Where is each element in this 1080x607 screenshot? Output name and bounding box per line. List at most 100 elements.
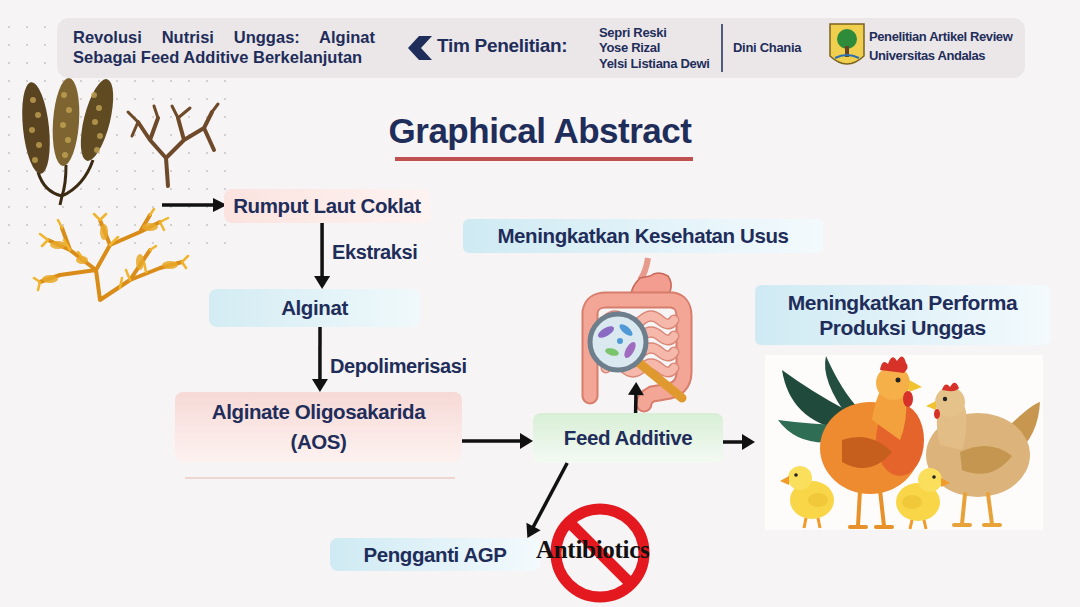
branched-seaweed-part [138,112,214,186]
brown-seaweed-pods-part-part [32,157,38,163]
yellow-seaweed-part [34,209,188,290]
separator-line [185,477,455,479]
intestine-illustration-part [604,347,619,357]
chicken-illustration-part [876,404,924,476]
intestine-illustration-part [606,316,674,372]
chicken-illustration-part [896,378,901,383]
brown-seaweed-pods [18,76,120,205]
team-icon [408,36,432,60]
arrow-head [742,434,755,450]
brown-seaweed-pods-part-part [62,152,68,158]
chicken-illustration-part [842,437,892,468]
brown-seaweed-pods-part-part [60,122,66,128]
arrow-shaft [320,223,324,278]
university-logo-part [837,29,857,49]
outcome-heading: Meningkatkan Kesehatan Usus [463,219,823,253]
chicken-illustration-part [872,380,906,440]
flow-arrow [462,433,533,449]
intestine-illustration-part [638,362,682,398]
chicken-illustration-part [909,380,922,392]
process-box: Alginat [209,289,420,327]
yellow-seaweed [34,209,188,300]
brown-seaweed-pods-part-part [96,105,102,111]
yellow-seaweed-part-part [136,254,144,270]
arrow-shaft [723,440,744,444]
brown-seaweed-pods-part-part [35,112,41,118]
chicken-illustration-part [903,391,913,407]
chicken-illustration-part [942,383,959,391]
chicken-illustration-part [932,475,936,479]
brown-seaweed-pods-part-part [97,133,103,139]
chicken-illustration-part [808,493,828,507]
university-logo-part [830,24,864,64]
brown-seaweed-pods-part [74,76,120,164]
diagram-title: Graphical Abstract [383,110,697,152]
branched-seaweed [128,104,218,186]
chicken-illustration-part [910,520,926,529]
process-box: Rumput Laut Coklat [224,189,430,223]
author-name: Yose Rizal [599,40,660,55]
arrow-shaft [462,439,522,443]
title-underline [395,157,693,161]
university-logo-part [845,46,849,57]
chicken-illustration-part [926,401,936,410]
edge-label: Depolimerisasi [330,354,467,378]
brown-seaweed-pods-part-part [29,127,35,133]
intestine-illustration-part [590,300,684,404]
chicken-illustration [765,355,1043,530]
arrow-head [628,382,644,395]
brown-seaweed-pods-part [38,160,93,205]
intestine-illustration [590,258,684,404]
intestine-illustration-part [606,316,674,372]
brown-seaweed-pods-part-part [94,147,100,153]
flow-arrow [314,223,330,289]
yellow-seaweed-part [40,215,182,300]
intestine-illustration-part [631,273,671,306]
chicken-illustration-part [960,446,1012,474]
box-label: Feed Additive [564,425,692,451]
chicken-illustration-part [790,481,834,519]
team-heading: Tim Penelitian: [437,34,567,58]
chicken-illustration-part [850,490,892,527]
chicken-illustration-part [778,420,850,443]
author-name: Dini Chania [733,40,801,55]
chicken-illustration-part [935,387,965,417]
chicken-illustration-part [765,355,1043,530]
brown-seaweed-pods-part-part [92,119,98,125]
chicken-illustration-part [782,370,846,430]
header-band: Revolusi Nutrisi Unggas: Alginat Sebagai… [57,18,1025,78]
brown-seaweed-pods-part [29,92,103,163]
yellow-seaweed-part-part [42,275,58,283]
intestine-illustration-part [617,338,623,344]
chicken-illustration-part [880,356,908,373]
process-box: Pengganti AGP [330,538,540,571]
flow-arrow [526,463,567,538]
chicken-illustration-part [788,466,812,490]
brown-seaweed-pods-part [18,81,53,175]
chicken-illustration-part [820,402,920,494]
chicken-illustration-part [934,409,940,419]
yellow-seaweed-part-part [162,261,178,269]
chicken-illustration-part [780,476,789,485]
edge-label: Ekstraksi [332,240,417,264]
intestine-illustration-part [618,322,635,338]
brown-seaweed-pods-part-part [30,97,36,103]
author-name: Yelsi Listiana Dewi [599,56,710,71]
flow-arrow [312,327,328,392]
intestine-illustration-part [590,314,646,370]
chicken-illustration-part [954,494,1000,525]
brown-seaweed-pods-part-part [36,142,42,148]
chicken-illustration-part [1005,402,1040,458]
header-title: Revolusi Nutrisi Unggas: Alginat Sebagai… [73,27,375,67]
arrow-head [314,276,330,289]
author-name: Sepri Reski [599,25,667,40]
arrow-head [520,433,533,449]
arrow-head [312,379,328,392]
branched-seaweed-part [128,104,218,136]
brown-seaweed-pods-part [50,77,82,167]
flow-arrow [723,434,755,450]
